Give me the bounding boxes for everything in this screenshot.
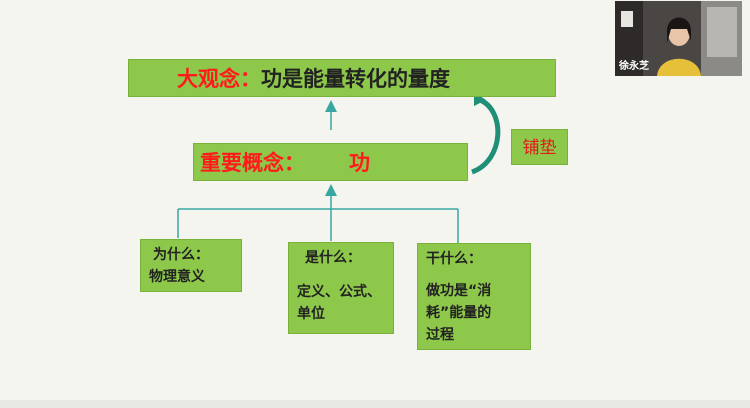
presenter-avatar [615, 1, 742, 76]
do-line2: 耗”能量的 [426, 305, 492, 321]
what-line1: 定义、公式、 [297, 284, 381, 300]
big-concept-label: 大观念： [177, 67, 261, 91]
do-line3: 过程 [426, 327, 454, 343]
key-concept-label: 重要概念： [200, 151, 305, 175]
big-concept-box: 大观念：功是能量转化的量度 [128, 59, 556, 97]
bridge-text: 铺垫 [522, 138, 557, 158]
what-box: 是什么： 定义、公式、 单位 [288, 242, 394, 334]
why-line1: 物理意义 [149, 269, 205, 285]
big-concept-text: 功是能量转化的量度 [261, 67, 450, 91]
bottom-bar [0, 400, 750, 408]
bridge-curve [470, 97, 501, 175]
do-line1: 做功是“消 [426, 283, 492, 299]
key-concept-text: 功 [349, 151, 370, 175]
bridge-box: 铺垫 [511, 129, 568, 165]
do-box: 干什么： 做功是“消 耗”能量的 过程 [417, 243, 531, 350]
key-concept-box: 重要概念： 功 [193, 143, 468, 181]
what-line2: 单位 [297, 306, 325, 322]
why-title: 为什么： [153, 247, 209, 263]
what-title: 是什么： [305, 250, 361, 266]
presenter-name: 徐永芝 [619, 61, 649, 72]
do-title: 干什么： [426, 251, 482, 267]
why-box: 为什么： 物理意义 [140, 239, 242, 292]
presenter-video[interactable]: 徐永芝 [615, 1, 742, 76]
